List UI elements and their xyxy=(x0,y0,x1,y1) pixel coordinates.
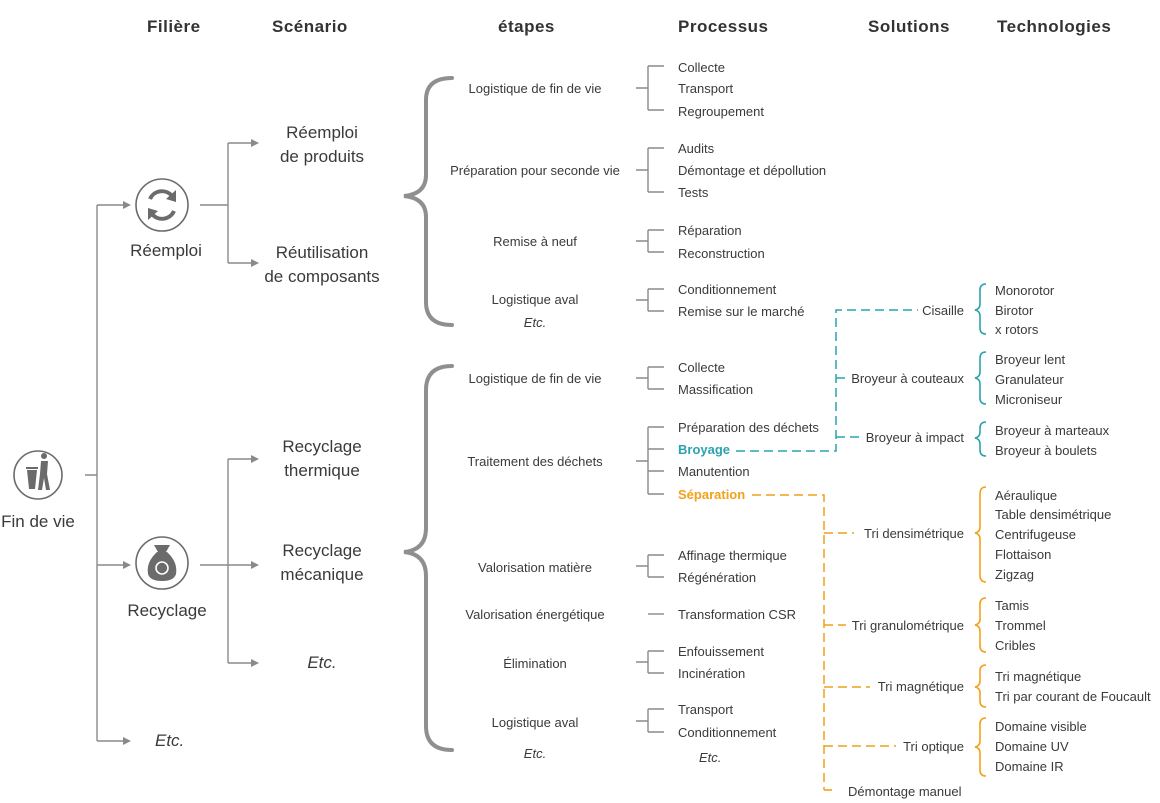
etape-r3: Remise à neuf xyxy=(493,234,577,249)
brace-reemploi xyxy=(403,76,454,327)
proc-r1-1: Transport xyxy=(678,81,734,96)
header-etapes: étapes xyxy=(498,17,555,36)
tech-dens-0: Aéraulique xyxy=(995,488,1057,503)
filiere-root-label: Fin de vie xyxy=(1,512,75,531)
etape-c4: Valorisation énergétique xyxy=(465,607,604,622)
proc-r1-2: Regroupement xyxy=(678,104,764,119)
etape-r1: Logistique de fin de vie xyxy=(469,81,602,96)
proc-c2-2: Manutention xyxy=(678,464,750,479)
header-filiere: Filière xyxy=(147,17,201,36)
proc-r4-0: Conditionnement xyxy=(678,282,777,297)
header-scenario: Scénario xyxy=(272,17,348,36)
trash-bin-person-icon xyxy=(13,450,63,500)
etape-c5: Élimination xyxy=(503,656,567,671)
scenario-recyclage-mecanique-line2: mécanique xyxy=(280,565,363,584)
tech-cisaille-0: Monorotor xyxy=(995,283,1055,298)
broyage-connector xyxy=(736,309,918,452)
etape-c1: Logistique de fin de vie xyxy=(469,371,602,386)
proc-r1-0: Collecte xyxy=(678,60,725,75)
separation-connector xyxy=(752,494,825,790)
proc-c6-0: Transport xyxy=(678,702,734,717)
proc-r2-1: Démontage et dépollution xyxy=(678,163,826,178)
tech-cisaille-2: x rotors xyxy=(995,322,1039,337)
proc-c4-0: Transformation CSR xyxy=(678,607,796,622)
scenario-etc-label: Etc. xyxy=(307,653,336,672)
filiere-reemploi-label: Réemploi xyxy=(130,241,202,260)
solution-tri-optique: Tri optique xyxy=(903,739,964,754)
tech-gran-0: Tamis xyxy=(995,598,1029,613)
filiere-etc-label: Etc. xyxy=(155,731,184,750)
scenario-reemploi-produits-line2: de produits xyxy=(280,147,364,166)
proc-r4-1: Remise sur le marché xyxy=(678,304,804,319)
etape-r2: Préparation pour seconde vie xyxy=(450,163,620,178)
etape-r4: Logistique aval xyxy=(492,292,579,307)
tech-opt-2: Domaine IR xyxy=(995,759,1064,774)
solution-broyeur-couteaux: Broyeur à couteaux xyxy=(851,371,964,386)
scenario-reemploi-produits-line1: Réemploi xyxy=(286,123,358,142)
solution-broyeur-impact: Broyeur à impact xyxy=(866,430,965,445)
etape-c3: Valorisation matière xyxy=(478,560,592,575)
tech-gran-1: Trommel xyxy=(995,618,1046,633)
etape-c6-etc: Etc. xyxy=(524,746,546,761)
proc-c1-0: Collecte xyxy=(678,360,725,375)
header-processus: Processus xyxy=(678,17,769,36)
solution-tri-magnetique: Tri magnétique xyxy=(878,679,964,694)
tech-dens-1: Table densimétrique xyxy=(995,507,1111,522)
brace-recyclage xyxy=(403,364,454,752)
header-technologies: Technologies xyxy=(997,17,1111,36)
proc-c1-1: Massification xyxy=(678,382,753,397)
proc-c6-1: Conditionnement xyxy=(678,725,777,740)
tech-dens-2: Centrifugeuse xyxy=(995,527,1076,542)
proc-c2-broyage: Broyage xyxy=(678,442,730,457)
proc-r3-1: Reconstruction xyxy=(678,246,765,261)
tech-couteaux-2: Microniseur xyxy=(995,392,1063,407)
filiere-recyclage-label: Recyclage xyxy=(127,601,206,620)
tech-opt-0: Domaine visible xyxy=(995,719,1087,734)
circular-arrows-icon xyxy=(135,178,189,232)
solution-demontage-manuel: Démontage manuel xyxy=(848,784,962,799)
proc-r3-0: Réparation xyxy=(678,223,742,238)
proc-c3-1: Régénération xyxy=(678,570,756,585)
tech-opt-1: Domaine UV xyxy=(995,739,1069,754)
tech-mag-1: Tri par courant de Foucault xyxy=(995,689,1151,704)
scenario-recyclage-thermique-line1: Recyclage xyxy=(282,437,361,456)
solution-tri-densimetrique: Tri densimétrique xyxy=(864,526,964,541)
proc-c6-etc: Etc. xyxy=(699,750,721,765)
tech-impact-0: Broyeur à marteaux xyxy=(995,423,1110,438)
header-solutions: Solutions xyxy=(868,17,950,36)
proc-r2-2: Tests xyxy=(678,185,709,200)
proc-c3-0: Affinage thermique xyxy=(678,548,787,563)
solution-cisaille: Cisaille xyxy=(922,303,964,318)
etape-c2: Traitement des déchets xyxy=(467,454,603,469)
recycle-bag-icon xyxy=(135,536,189,590)
tech-gran-2: Cribles xyxy=(995,638,1036,653)
scenario-recyclage-thermique-line2: thermique xyxy=(284,461,360,480)
tech-couteaux-1: Granulateur xyxy=(995,372,1064,387)
tech-cisaille-1: Birotor xyxy=(995,303,1034,318)
solution-tri-granulometrique: Tri granulométrique xyxy=(852,618,964,633)
tech-dens-3: Flottaison xyxy=(995,547,1051,562)
proc-c5-1: Incinération xyxy=(678,666,745,681)
proc-c2-separation: Séparation xyxy=(678,487,745,502)
proc-r2-0: Audits xyxy=(678,141,715,156)
etape-c6: Logistique aval xyxy=(492,715,579,730)
proc-c2-0: Préparation des déchets xyxy=(678,420,819,435)
tech-dens-4: Zigzag xyxy=(995,567,1034,582)
proc-c5-0: Enfouissement xyxy=(678,644,764,659)
etape-r4-etc: Etc. xyxy=(524,315,546,330)
tech-impact-1: Broyeur à boulets xyxy=(995,443,1097,458)
tech-couteaux-0: Broyeur lent xyxy=(995,352,1065,367)
scenario-reutilisation-line2: de composants xyxy=(264,267,379,286)
scenario-reutilisation-line1: Réutilisation xyxy=(276,243,369,262)
scenario-recyclage-mecanique-line1: Recyclage xyxy=(282,541,361,560)
tech-mag-0: Tri magnétique xyxy=(995,669,1081,684)
